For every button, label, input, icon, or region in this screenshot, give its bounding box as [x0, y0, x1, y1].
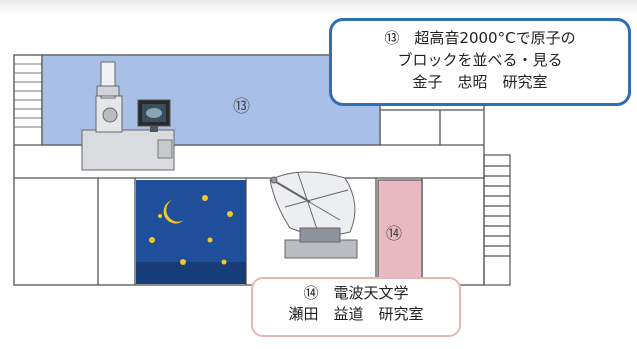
night-sky-illustration [136, 180, 246, 284]
room-14 [377, 179, 423, 286]
callout-13-line3: 金子 忠昭 研究室 [412, 73, 548, 91]
scan-edge [0, 0, 637, 14]
radio-telescope-illustration [269, 171, 358, 259]
room-14-marker: ⑭ [386, 224, 403, 243]
callout-13-line2: ブロックを並べる・見る [397, 51, 563, 69]
callout-14-line2: 瀬田 益道 研究室 [288, 305, 424, 323]
callout-room-14: ⑭ 電波天文学 瀬田 益道 研究室 [251, 277, 461, 337]
room-13-marker: ⑬ [233, 97, 250, 117]
callout-14-line1: ⑭ 電波天文学 [303, 284, 409, 302]
callout-room-13: ⑬ 超高音2000°Cで原子の ブロックを並べる・見る 金子 忠昭 研究室 [329, 18, 631, 106]
stairs-left [14, 63, 42, 128]
stairs-right [483, 154, 511, 286]
callout-13-line1: ⑬ 超高音2000°Cで原子の [384, 29, 576, 47]
electron-microscope-illustration [81, 61, 175, 171]
